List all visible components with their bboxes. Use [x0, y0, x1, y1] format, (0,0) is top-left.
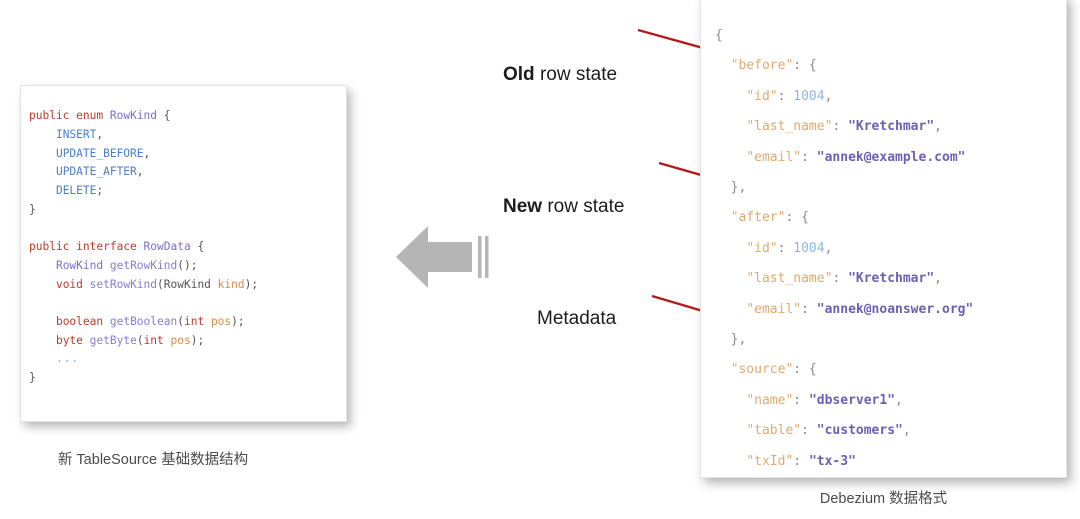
java-keyword-enum: enum [76, 109, 104, 123]
json-value-before-last-name: Kretchmar [855, 119, 927, 135]
json-key-after: "after" [730, 210, 786, 226]
java-brace-close: } [29, 202, 36, 216]
java-enum-update-after: UPDATE_AFTER [55, 165, 137, 179]
json-value-source-name: dbserver1 [816, 392, 888, 408]
json-key-before: "before" [730, 58, 794, 74]
java-method-getbyte: getByte [89, 333, 137, 347]
java-method-getboolean: getBoolean [109, 314, 178, 328]
java-code-block: public enum RowKind { INSERT, UPDATE_BEF… [29, 109, 259, 385]
left-panel-caption: 新 TableSource 基础数据结构 [57, 452, 249, 468]
annotation-label-old-row-state: Old row state [503, 64, 617, 86]
java-enum-update-before: UPDATE_BEFORE [55, 146, 144, 160]
annotation-emphasis-new: New [503, 196, 543, 217]
debezium-json-card: { "before": { "id": 1004, "last_name": "… [700, 0, 1067, 478]
json-key-after-last-name: "last_name" [746, 271, 833, 287]
annotation-label-new-row-state: New row state [503, 196, 624, 218]
json-value-after-email: annek@noanswer.org [824, 301, 966, 317]
java-type-rowdata: RowData [143, 240, 191, 254]
json-value-after-last-name: Kretchmar [855, 271, 927, 287]
json-value-before-email: annek@example.com [824, 149, 958, 165]
java-type-rowkind: RowKind [109, 109, 158, 123]
java-code-card: public enum RowKind { INSERT, UPDATE_BEF… [20, 85, 347, 422]
json-key-after-email: "email" [746, 301, 802, 317]
transform-arrow-icon [396, 222, 492, 292]
annotation-rest-new: row state [542, 196, 625, 217]
json-key-before-email: "email" [746, 149, 802, 165]
java-brace-open: { [163, 109, 171, 123]
java-ellipsis: ... [55, 352, 80, 366]
json-key-after-id: "id" [746, 240, 778, 256]
json-key-source-table: "table" [746, 423, 802, 439]
json-key-source: "source" [730, 362, 794, 378]
json-key-source-txid: "txId" [746, 453, 794, 469]
json-value-source-table: customers [824, 423, 896, 439]
annotation-emphasis-old: Old [503, 64, 535, 85]
json-key-source-name: "name" [746, 392, 794, 408]
debezium-json-block: { "before": { "id": 1004, "last_name": "… [715, 28, 974, 469]
java-enum-delete: DELETE [55, 184, 97, 197]
json-key-before-id: "id" [746, 88, 778, 104]
java-method-setrowkind: setRowKind [89, 277, 158, 291]
annotation-rest-old: row state [534, 64, 618, 85]
json-value-after-id: 1004 [793, 240, 825, 256]
json-value-source-txid: tx-3 [816, 453, 849, 469]
json-key-before-last-name: "last_name" [746, 119, 833, 135]
right-panel-caption: Debezium 数据格式 [819, 491, 948, 507]
java-keyword-public: public [29, 109, 70, 123]
annotation-label-metadata: Metadata [537, 308, 616, 330]
java-enum-insert: INSERT [55, 127, 97, 141]
java-method-getrowkind: getRowKind [109, 258, 178, 272]
json-value-before-id: 1004 [793, 88, 825, 104]
annotation-emphasis-metadata: Metadata [537, 308, 617, 329]
